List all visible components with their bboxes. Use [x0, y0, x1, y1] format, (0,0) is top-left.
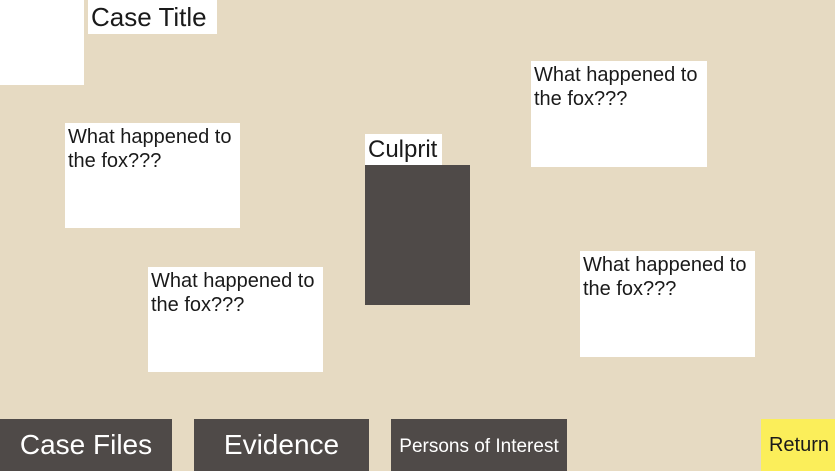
case-files-button[interactable]: Case Files [0, 419, 172, 471]
clue-note[interactable]: What happened to the fox??? [580, 251, 755, 357]
clue-note[interactable]: What happened to the fox??? [531, 61, 707, 167]
clue-note[interactable]: What happened to the fox??? [65, 123, 240, 228]
evidence-button[interactable]: Evidence [194, 419, 369, 471]
culprit-label: Culprit [365, 134, 442, 165]
persons-of-interest-button[interactable]: Persons of Interest [391, 419, 567, 471]
return-button[interactable]: Return [761, 419, 835, 471]
culprit-slot[interactable] [365, 165, 470, 305]
case-title: Case Title [88, 0, 217, 34]
case-photo-placeholder [0, 0, 84, 85]
clue-note[interactable]: What happened to the fox??? [148, 267, 323, 372]
